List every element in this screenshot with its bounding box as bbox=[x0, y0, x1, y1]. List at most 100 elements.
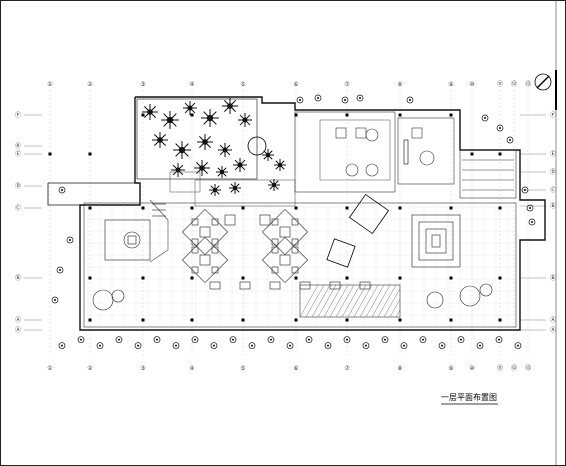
column-marker bbox=[88, 276, 92, 280]
grid-col-bottom-text: ② bbox=[87, 365, 93, 372]
shrub-icon bbox=[526, 204, 534, 212]
column-marker bbox=[498, 206, 502, 210]
grid-row-label: Ⓒ bbox=[15, 204, 21, 212]
column-marker bbox=[241, 276, 245, 280]
column-marker bbox=[398, 318, 402, 322]
grid-col-top-text: ⑪ bbox=[497, 80, 503, 88]
plant-icon bbox=[152, 132, 168, 148]
column-marker bbox=[498, 276, 502, 280]
plant-icon bbox=[233, 158, 247, 172]
drawing-title: 一层平面布置图 bbox=[441, 392, 497, 402]
grid-col-bottom-6: ⑥ bbox=[293, 365, 298, 372]
shrub-icon bbox=[341, 96, 349, 104]
hatched-floor-band bbox=[299, 284, 401, 318]
grid-row-label: Ⓒ bbox=[550, 186, 556, 194]
display-stand bbox=[326, 193, 390, 268]
shrub-icon bbox=[528, 218, 536, 226]
grid-col-top-1: ① bbox=[47, 81, 52, 88]
grid-col-bottom-text: ⑧ bbox=[397, 365, 402, 372]
grid-col-top-text: ⑧ bbox=[397, 81, 402, 88]
column-marker bbox=[190, 113, 194, 117]
column-marker bbox=[398, 206, 402, 210]
column-marker bbox=[48, 152, 52, 156]
shrub-icon bbox=[286, 342, 294, 349]
column-marker bbox=[141, 206, 145, 210]
grid-col-bottom-1: ① bbox=[47, 365, 52, 372]
grid-col-bottom-text: ③ bbox=[140, 365, 145, 372]
lounge-seating bbox=[92, 283, 493, 311]
grid-col-bottom-3: ③ bbox=[140, 365, 145, 372]
plant-icon bbox=[194, 160, 210, 176]
column-marker bbox=[498, 318, 502, 322]
grid-row-label: Ⓐ bbox=[550, 326, 556, 334]
plant-icon bbox=[197, 134, 213, 150]
shrub-icon bbox=[96, 342, 104, 349]
shrub-icon bbox=[521, 186, 529, 194]
shrub-icon bbox=[77, 336, 85, 343]
shrub-icon bbox=[172, 342, 180, 349]
plant-icon bbox=[218, 143, 232, 157]
column-marker bbox=[449, 206, 453, 210]
column-marker bbox=[345, 113, 349, 117]
plant-icon bbox=[262, 149, 274, 161]
grid-col-bottom-text: ⑩ bbox=[469, 365, 474, 372]
plant-icon bbox=[161, 111, 179, 129]
grid-row-label: Ⓚ bbox=[15, 142, 21, 150]
grid-col-bottom-text: ⑨ bbox=[448, 365, 453, 372]
grid-col-top-6: ⑥ bbox=[293, 81, 298, 88]
column-marker bbox=[294, 206, 298, 210]
shrub-icon bbox=[506, 136, 514, 144]
grid-col-top-text: ① bbox=[47, 81, 52, 88]
grid-col-top-7: ⑦ bbox=[344, 81, 350, 88]
structural-columns bbox=[48, 113, 502, 322]
column-marker bbox=[294, 113, 298, 117]
shrub-icon bbox=[153, 336, 161, 343]
column-marker bbox=[88, 206, 92, 210]
grid-col-bottom-4: ④ bbox=[189, 365, 194, 372]
shrub-icon bbox=[324, 342, 332, 349]
plant-icon bbox=[274, 159, 286, 171]
column-marker bbox=[345, 276, 349, 280]
shrub-icon bbox=[514, 342, 522, 349]
plant-icon bbox=[171, 163, 185, 177]
plant-icon bbox=[201, 109, 219, 127]
shrub-icon bbox=[495, 336, 503, 343]
shrub-icon bbox=[134, 342, 142, 349]
column-marker bbox=[449, 276, 453, 280]
shrub-icon bbox=[296, 96, 304, 104]
exhibit-features bbox=[104, 199, 461, 268]
grid-col-bottom-8: ⑧ bbox=[397, 365, 402, 372]
plant-icon bbox=[142, 104, 158, 120]
column-marker bbox=[241, 318, 245, 322]
column-marker bbox=[190, 318, 194, 322]
grid-col-bottom-text: ⑪ bbox=[497, 364, 503, 372]
shrub-icon bbox=[305, 336, 313, 343]
shrub-icon bbox=[210, 342, 218, 349]
grid-col-bottom-9: ⑨ bbox=[448, 365, 453, 372]
grid-row-label: Ⓑ bbox=[550, 274, 556, 282]
grid-row-label: Ⓓ bbox=[15, 182, 21, 190]
shrub-icon bbox=[56, 266, 64, 274]
grid-col-top-text: ⑬ bbox=[525, 80, 531, 88]
grid-col-bottom-11: ⑪ bbox=[497, 364, 503, 372]
column-marker bbox=[190, 276, 194, 280]
grid-col-top-text: ④ bbox=[189, 81, 194, 88]
grid-col-top-4: ④ bbox=[189, 81, 194, 88]
grid-row-label: Ⓐ bbox=[550, 316, 556, 324]
shrub-icon bbox=[381, 336, 389, 343]
grid-col-top-11: ⑪ bbox=[497, 80, 503, 88]
upper-rooms bbox=[294, 111, 517, 199]
grid-col-bottom-text: ⑤ bbox=[240, 365, 245, 372]
plant-icon bbox=[222, 98, 238, 114]
grid-col-bottom-text: ⑥ bbox=[293, 365, 298, 372]
plant-icon bbox=[229, 182, 241, 194]
round-table-icon bbox=[247, 136, 267, 156]
column-marker bbox=[141, 318, 145, 322]
shrub-icon bbox=[496, 124, 504, 132]
plant-icon bbox=[183, 101, 197, 115]
grid-col-top-text: ⑫ bbox=[511, 80, 517, 88]
shrub-icon bbox=[438, 342, 446, 349]
